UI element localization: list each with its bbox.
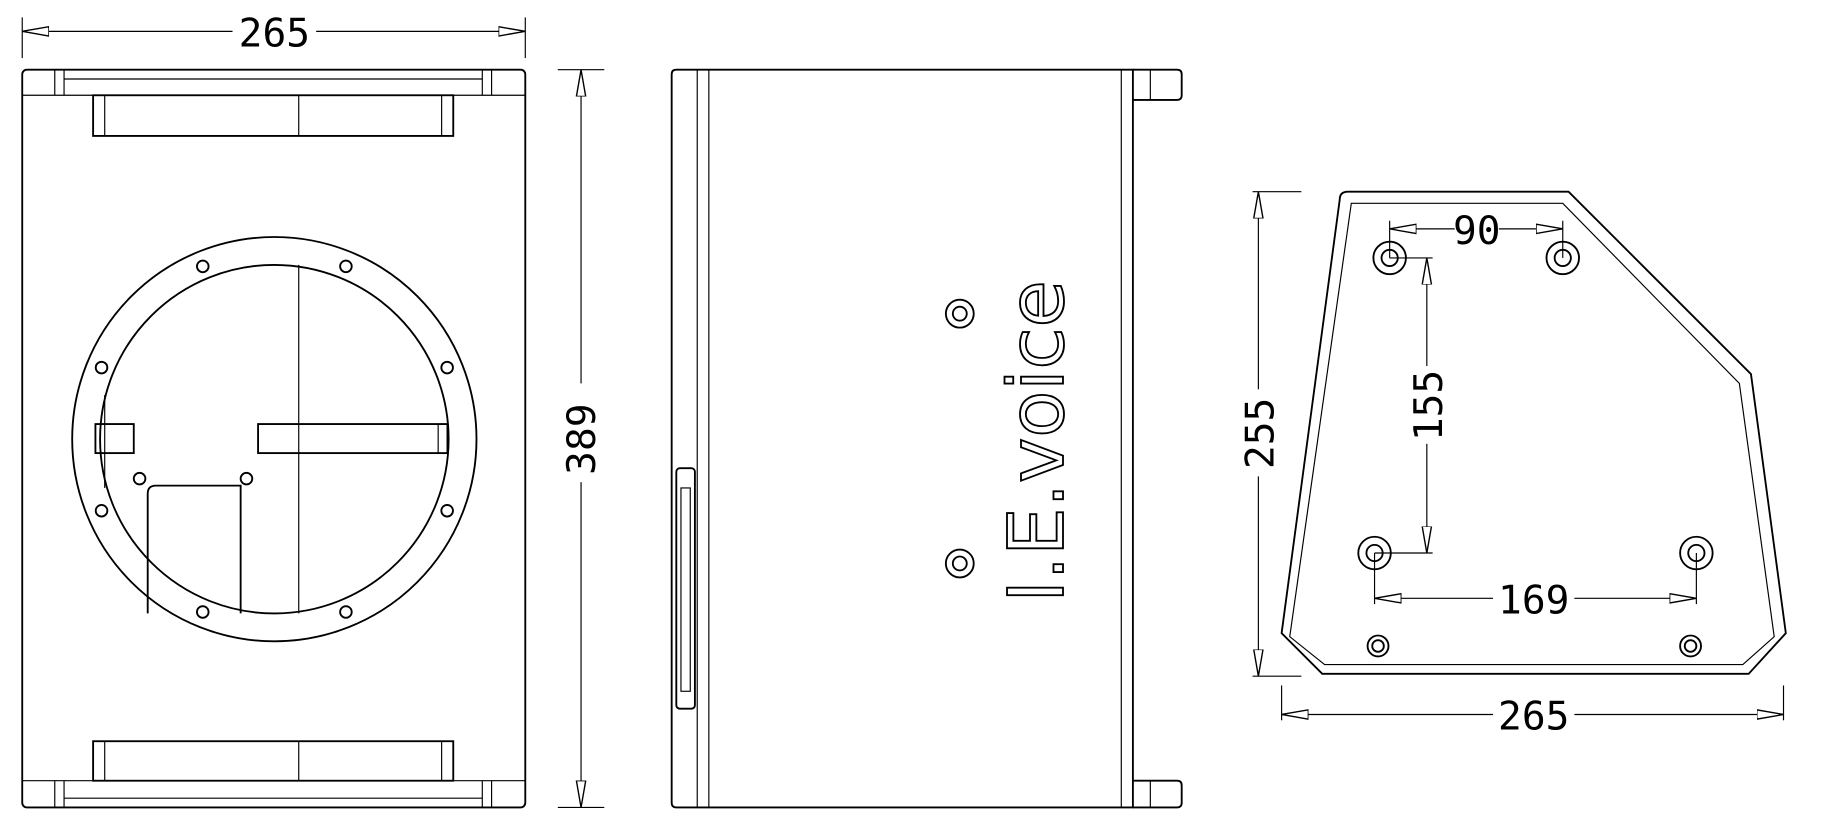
top-handle-slot	[92, 94, 455, 137]
bolt-hole	[196, 259, 210, 274]
bolt-hole	[94, 360, 109, 375]
height-dimension-front: 389	[557, 69, 605, 809]
side-view: I.E.voice	[670, 68, 1183, 809]
depth-dimension: 255	[1237, 191, 1302, 677]
mount-hole	[944, 548, 975, 579]
side-handle	[675, 467, 696, 710]
bolt-hole	[440, 360, 454, 375]
top-hole-spacing-dimension: 90	[1389, 208, 1564, 258]
dimension-label: 90	[1453, 208, 1501, 254]
front-view: 265 389	[21, 10, 605, 809]
dimension-label: 389	[559, 403, 605, 474]
small-hole	[1366, 634, 1390, 658]
width-dimension-bottom: 265	[1281, 685, 1785, 740]
bolt-hole	[196, 605, 210, 619]
dimension-label: 265	[1498, 694, 1569, 740]
bottom-view: 255 265 90 155 169	[1237, 190, 1787, 740]
dimension-label: 265	[239, 10, 310, 56]
bolt-hole	[339, 605, 353, 619]
small-hole	[1679, 634, 1702, 658]
woofer-baffle-ring	[71, 236, 478, 643]
brand-logo: I.E.voice	[993, 280, 1082, 603]
bottom-handle-slot	[92, 740, 455, 782]
bolt-hole	[440, 503, 454, 518]
bolt-hole	[94, 503, 109, 518]
width-dimension-front: 265	[21, 10, 526, 59]
mount-hole	[944, 298, 975, 329]
dimension-label: 169	[1498, 577, 1569, 623]
dimension-label: 255	[1237, 398, 1283, 469]
dimension-label: 155	[1406, 370, 1452, 441]
internal-bracing	[94, 264, 449, 614]
small-hole-inner	[1683, 639, 1698, 653]
hole-row-spacing-dimension: 155	[1374, 257, 1452, 554]
small-hole-inner	[1371, 639, 1385, 653]
bottom-hole-spacing-dimension: 169	[1373, 553, 1697, 623]
bolt-hole	[339, 259, 353, 274]
